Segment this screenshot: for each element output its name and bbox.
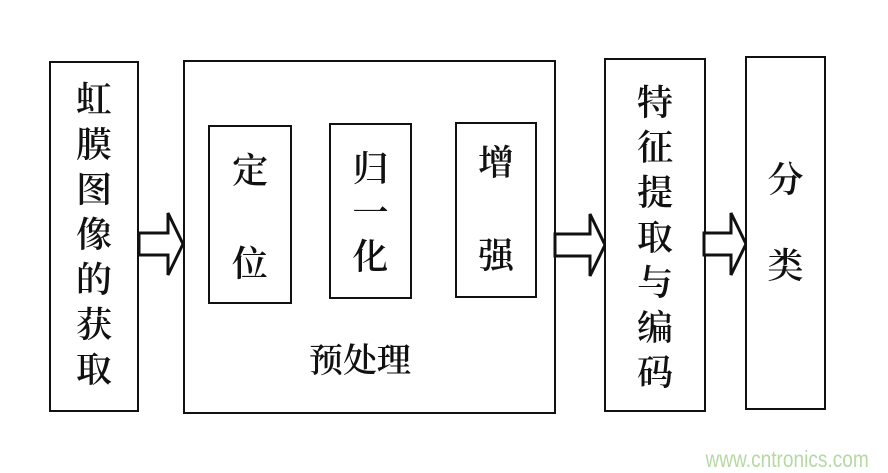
step-label-normalize: 归一化 bbox=[352, 141, 389, 280]
step-box-normalize: 归一化 bbox=[329, 123, 412, 299]
flow-arrow-1-icon bbox=[137, 212, 185, 276]
group-label-preprocess: 预处理 bbox=[309, 333, 411, 382]
stage-label-feature-encoding: 特征提取与编码 bbox=[636, 74, 673, 396]
step-box-localize: 定位 bbox=[208, 125, 292, 304]
stage-box-feature-encoding: 特征提取与编码 bbox=[604, 58, 706, 412]
stage-box-iris-acquisition: 虹膜图像的获取 bbox=[49, 61, 139, 412]
step-label-enhance: 增强 bbox=[477, 135, 514, 279]
watermark-text: www.cntronics.com bbox=[705, 446, 869, 472]
stage-box-classify: 分类 bbox=[745, 56, 826, 410]
step-box-enhance: 增强 bbox=[455, 122, 537, 298]
stage-label-iris-acquisition: 虹膜图像的获取 bbox=[75, 72, 112, 393]
stage-label-classify: 分类 bbox=[767, 152, 804, 289]
flow-arrow-3-icon bbox=[702, 212, 748, 276]
flow-arrow-2-icon bbox=[553, 213, 607, 277]
step-label-localize: 定位 bbox=[231, 142, 268, 287]
